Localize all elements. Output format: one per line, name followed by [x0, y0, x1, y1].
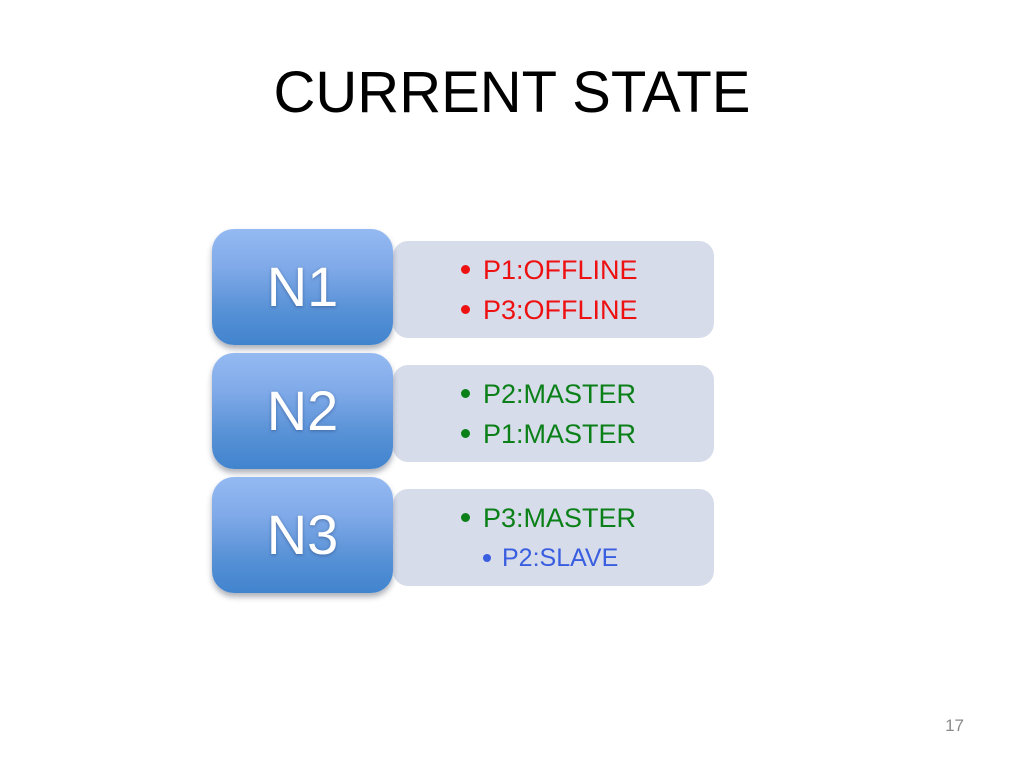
- node-detail-panel: P1:OFFLINE P3:OFFLINE: [393, 241, 714, 338]
- node-box-n2: N2: [212, 353, 393, 469]
- node-label: N3: [266, 503, 339, 566]
- bullet-icon: [461, 264, 470, 274]
- node-label: N1: [266, 255, 339, 318]
- node-label: N2: [266, 379, 339, 442]
- list-item: P2:SLAVE: [461, 538, 714, 578]
- status-label: P2:SLAVE: [502, 543, 619, 572]
- bullet-icon: [461, 428, 470, 438]
- status-list: P3:MASTER P2:SLAVE: [393, 489, 714, 586]
- status-list: P2:MASTER P1:MASTER: [393, 365, 714, 462]
- list-item: P1:OFFLINE: [461, 250, 714, 290]
- node-detail-panel: P2:MASTER P1:MASTER: [393, 365, 714, 462]
- status-list: P1:OFFLINE P3:OFFLINE: [393, 241, 714, 338]
- node-box-n3: N3: [212, 477, 393, 593]
- status-label: P1:MASTER: [483, 418, 637, 449]
- list-item: P3:OFFLINE: [461, 290, 714, 330]
- status-label: P3:MASTER: [483, 502, 637, 533]
- list-item: P3:MASTER: [461, 498, 714, 538]
- status-label: P3:OFFLINE: [483, 294, 638, 325]
- list-item: P2:MASTER: [461, 374, 714, 414]
- bullet-icon: [483, 553, 491, 562]
- bullet-icon: [461, 304, 470, 314]
- page-title: CURRENT STATE: [273, 60, 751, 125]
- bullet-icon: [461, 388, 470, 398]
- list-item: P1:MASTER: [461, 414, 714, 454]
- status-label: P1:OFFLINE: [483, 254, 638, 285]
- cluster-state-diagram: P1:OFFLINE P3:OFFLINE N1 P2:MASTER: [212, 229, 732, 609]
- status-label: P2:MASTER: [483, 378, 637, 409]
- bullet-icon: [461, 512, 470, 522]
- node-box-n1: N1: [212, 229, 393, 345]
- node-detail-panel: P3:MASTER P2:SLAVE: [393, 489, 714, 586]
- page-number: 17: [945, 716, 964, 735]
